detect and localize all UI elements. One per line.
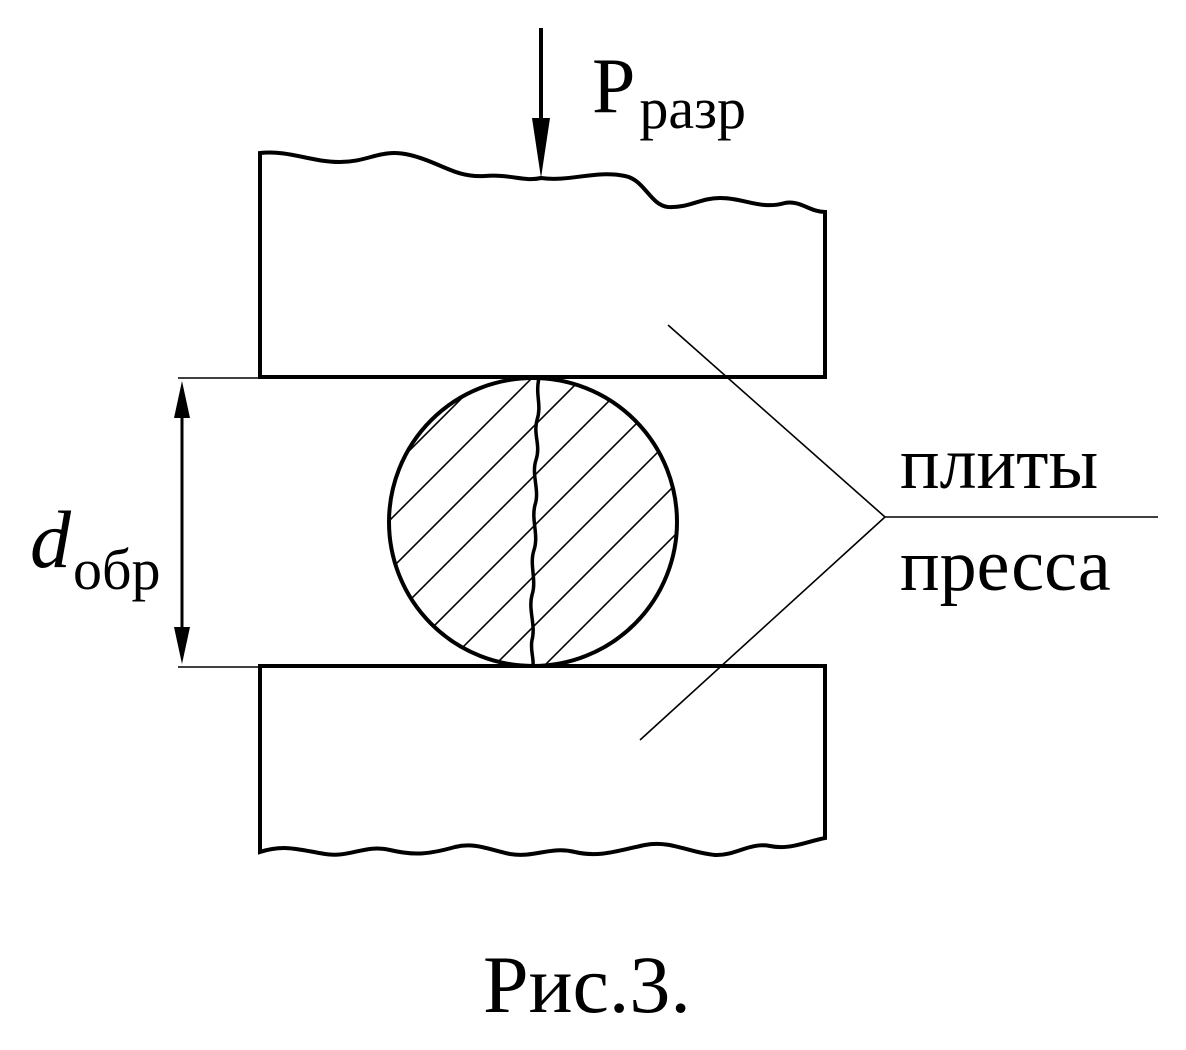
sample-cross-section <box>387 376 679 668</box>
load-arrow <box>532 28 550 178</box>
diameter-subscript: обр <box>73 537 161 602</box>
plates-label-line1: плиты <box>900 423 1098 505</box>
sample-hatching <box>389 378 677 666</box>
load-symbol: P <box>592 42 635 129</box>
plates-leader-lines <box>639 324 1158 741</box>
lower-press-plate <box>258 664 827 858</box>
plates-label-line2: пресса <box>900 525 1111 607</box>
figure-caption: Рис.3. <box>483 939 691 1030</box>
diameter-symbol: d <box>30 494 72 585</box>
upper-press-plate <box>258 150 827 379</box>
sample-crack <box>529 377 541 667</box>
diameter-dimension-line <box>174 381 190 664</box>
load-subscript: разр <box>639 76 746 141</box>
load-label: Pразр <box>592 42 746 141</box>
diameter-label: dобр <box>30 494 161 602</box>
